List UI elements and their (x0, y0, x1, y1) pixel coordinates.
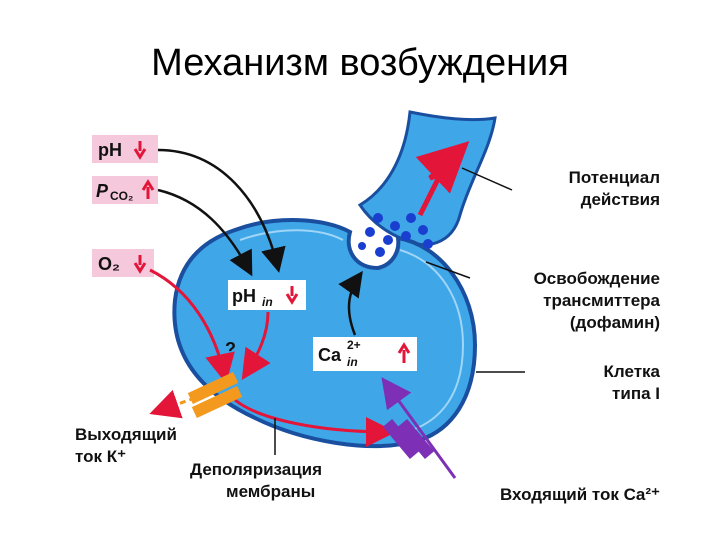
ph-arrow (157, 148, 286, 273)
ca-release-arrow (338, 270, 363, 336)
action-potential-label-1: Потенциал (569, 168, 660, 187)
cell-label-1: Клетка (604, 362, 661, 381)
ca-current-arrow (381, 377, 457, 479)
ph-in-label: pH (232, 286, 256, 306)
pco2-label: P (96, 181, 109, 201)
slide-title: Механизм возбуждения (151, 42, 569, 84)
ph-down-icon (133, 141, 147, 160)
depolarization-label-1: Деполяризация (190, 460, 322, 479)
k-current-label-2: ток К⁺ (75, 447, 126, 466)
ca-current-label: Входящий ток Ca²⁺ (500, 485, 660, 504)
release-label-1: Освобождение (534, 269, 660, 288)
ph-label: pH (98, 140, 122, 160)
ph-in-sub-label: in (262, 295, 273, 309)
depolarization-label-2: мембраны (226, 482, 315, 501)
pco2-up-icon (141, 179, 155, 199)
release-label-2: трансмиттера (543, 291, 660, 310)
k-channel (187, 371, 243, 419)
action-potential-label-2: действия (581, 190, 660, 209)
cell-inner-membrane (239, 229, 465, 431)
o2-arrow (149, 268, 235, 384)
ca-in-sup-label: 2+ (347, 338, 361, 352)
ca-in-box (313, 337, 417, 371)
ca-in-up-icon (397, 342, 411, 363)
question-mark: ? (225, 339, 236, 359)
o2-down-icon (133, 255, 147, 274)
o2-label: O₂ (98, 254, 120, 274)
pco2-arrow (157, 188, 253, 277)
k-current-label-1: Выходящий (75, 425, 177, 444)
ph-in-arrow (241, 311, 271, 381)
release-label-3: (дофамин) (570, 313, 660, 332)
type-i-cell (172, 218, 478, 449)
dopamine-vesicles (358, 213, 433, 257)
nerve-terminal (357, 110, 497, 247)
action-potential-arrow (415, 141, 470, 217)
k-current-arrow (149, 389, 196, 419)
action-potential-leader (461, 167, 513, 191)
depolarization-arrow (234, 398, 396, 447)
pco2-sub-label: CO₂ (110, 189, 133, 203)
ph-box (92, 135, 158, 163)
ca-in-label: Ca (318, 345, 342, 365)
ph-in-down-icon (285, 286, 299, 305)
ca-channel (382, 419, 435, 459)
cell-label-2: типа I (612, 384, 660, 403)
release-leader (425, 261, 471, 279)
ca-in-sub-label: in (347, 355, 358, 369)
